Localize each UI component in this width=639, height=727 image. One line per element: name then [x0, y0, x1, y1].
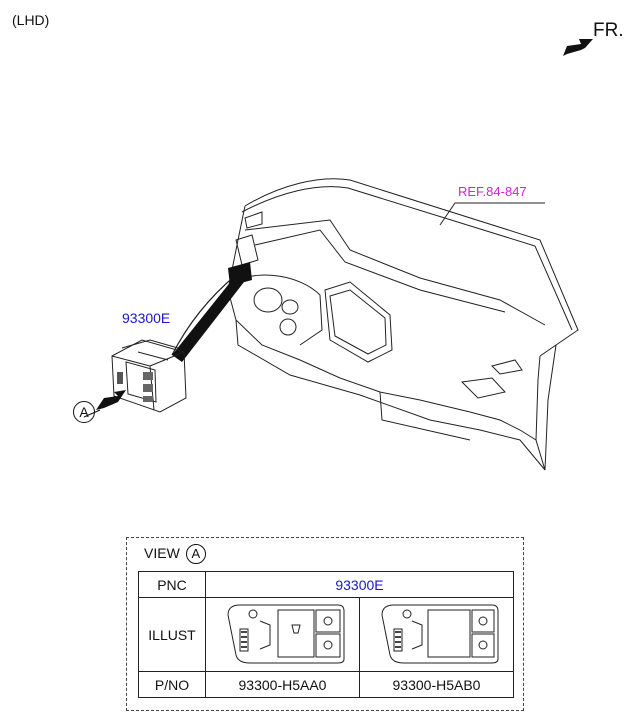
pnc-label: PNC: [138, 571, 206, 598]
switch-panel-1-icon: [226, 604, 344, 664]
view-title: VIEW A: [144, 544, 206, 564]
dashboard-drawing: [83, 178, 579, 471]
reference-label: REF.84-847: [458, 184, 527, 199]
view-title-text: VIEW: [144, 545, 180, 561]
pnc-callout-label: 93300E: [122, 310, 171, 326]
illust-label: ILLUST: [138, 597, 206, 672]
pno-label: P/NO: [138, 671, 206, 698]
parts-table: PNC 93300E ILLUST: [138, 571, 514, 698]
switch-panel-2-icon: [380, 604, 498, 664]
variant-label: (LHD): [12, 12, 50, 28]
illustration-2: [359, 597, 514, 672]
front-arrow-icon: [563, 39, 593, 56]
front-direction-label: FR.: [593, 20, 624, 41]
view-marker-callout: A: [73, 401, 95, 423]
view-box: [126, 537, 524, 711]
pnc-value: 93300E: [205, 571, 514, 598]
part-number-1: 93300-H5AA0: [205, 671, 360, 698]
illustration-1: [205, 597, 360, 672]
part-number-2: 93300-H5AB0: [359, 671, 514, 698]
view-title-marker: A: [185, 544, 206, 564]
